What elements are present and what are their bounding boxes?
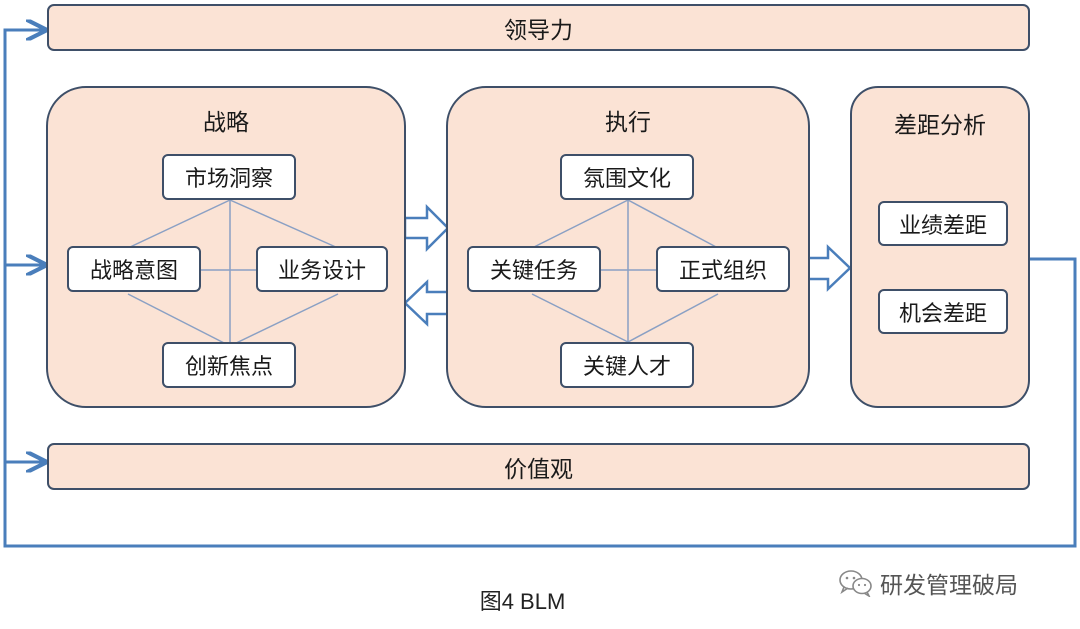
arrow-execution-to-strategy — [403, 279, 450, 327]
watermark-text: 研发管理破局 — [880, 573, 1018, 599]
node-formal-organization: 正式组织 — [656, 246, 790, 292]
strategy-diamond-lines — [127, 199, 339, 347]
leadership-bar: 领导力 — [47, 4, 1030, 51]
node-innovation-focus: 创新焦点 — [162, 342, 296, 388]
arrow-execution-to-gap — [806, 244, 852, 292]
execution-title: 执行 — [605, 110, 651, 136]
values-label: 价值观 — [504, 456, 573, 483]
node-market-insight: 市场洞察 — [162, 154, 296, 200]
node-critical-tasks: 关键任务 — [467, 246, 601, 292]
strategy-panel: 战略 市场洞察 战略意图 业务设计 创新焦点 — [46, 86, 406, 408]
strategy-title: 战略 — [203, 110, 249, 136]
node-business-design: 业务设计 — [256, 246, 388, 292]
gap-analysis-panel: 差距分析 业绩差距 机会差距 — [850, 86, 1030, 408]
execution-diamond-lines — [531, 199, 719, 343]
node-key-talent: 关键人才 — [560, 342, 694, 388]
arrow-strategy-to-execution — [403, 203, 450, 253]
node-performance-gap: 业绩差距 — [878, 201, 1008, 246]
feedback-loop-line — [3, 30, 1077, 548]
figure-caption: 图4 BLM — [479, 589, 566, 614]
node-climate-culture: 氛围文化 — [560, 154, 694, 200]
node-strategic-intent: 战略意图 — [67, 246, 201, 292]
values-bar: 价值观 — [47, 443, 1030, 490]
gap-analysis-title: 差距分析 — [894, 113, 986, 139]
leadership-label: 领导力 — [504, 17, 573, 44]
node-opportunity-gap: 机会差距 — [878, 289, 1008, 334]
execution-panel: 执行 氛围文化 关键任务 正式组织 关键人才 — [446, 86, 810, 408]
watermark: 研发管理破局 — [838, 566, 1018, 600]
wechat-icon — [838, 569, 874, 597]
